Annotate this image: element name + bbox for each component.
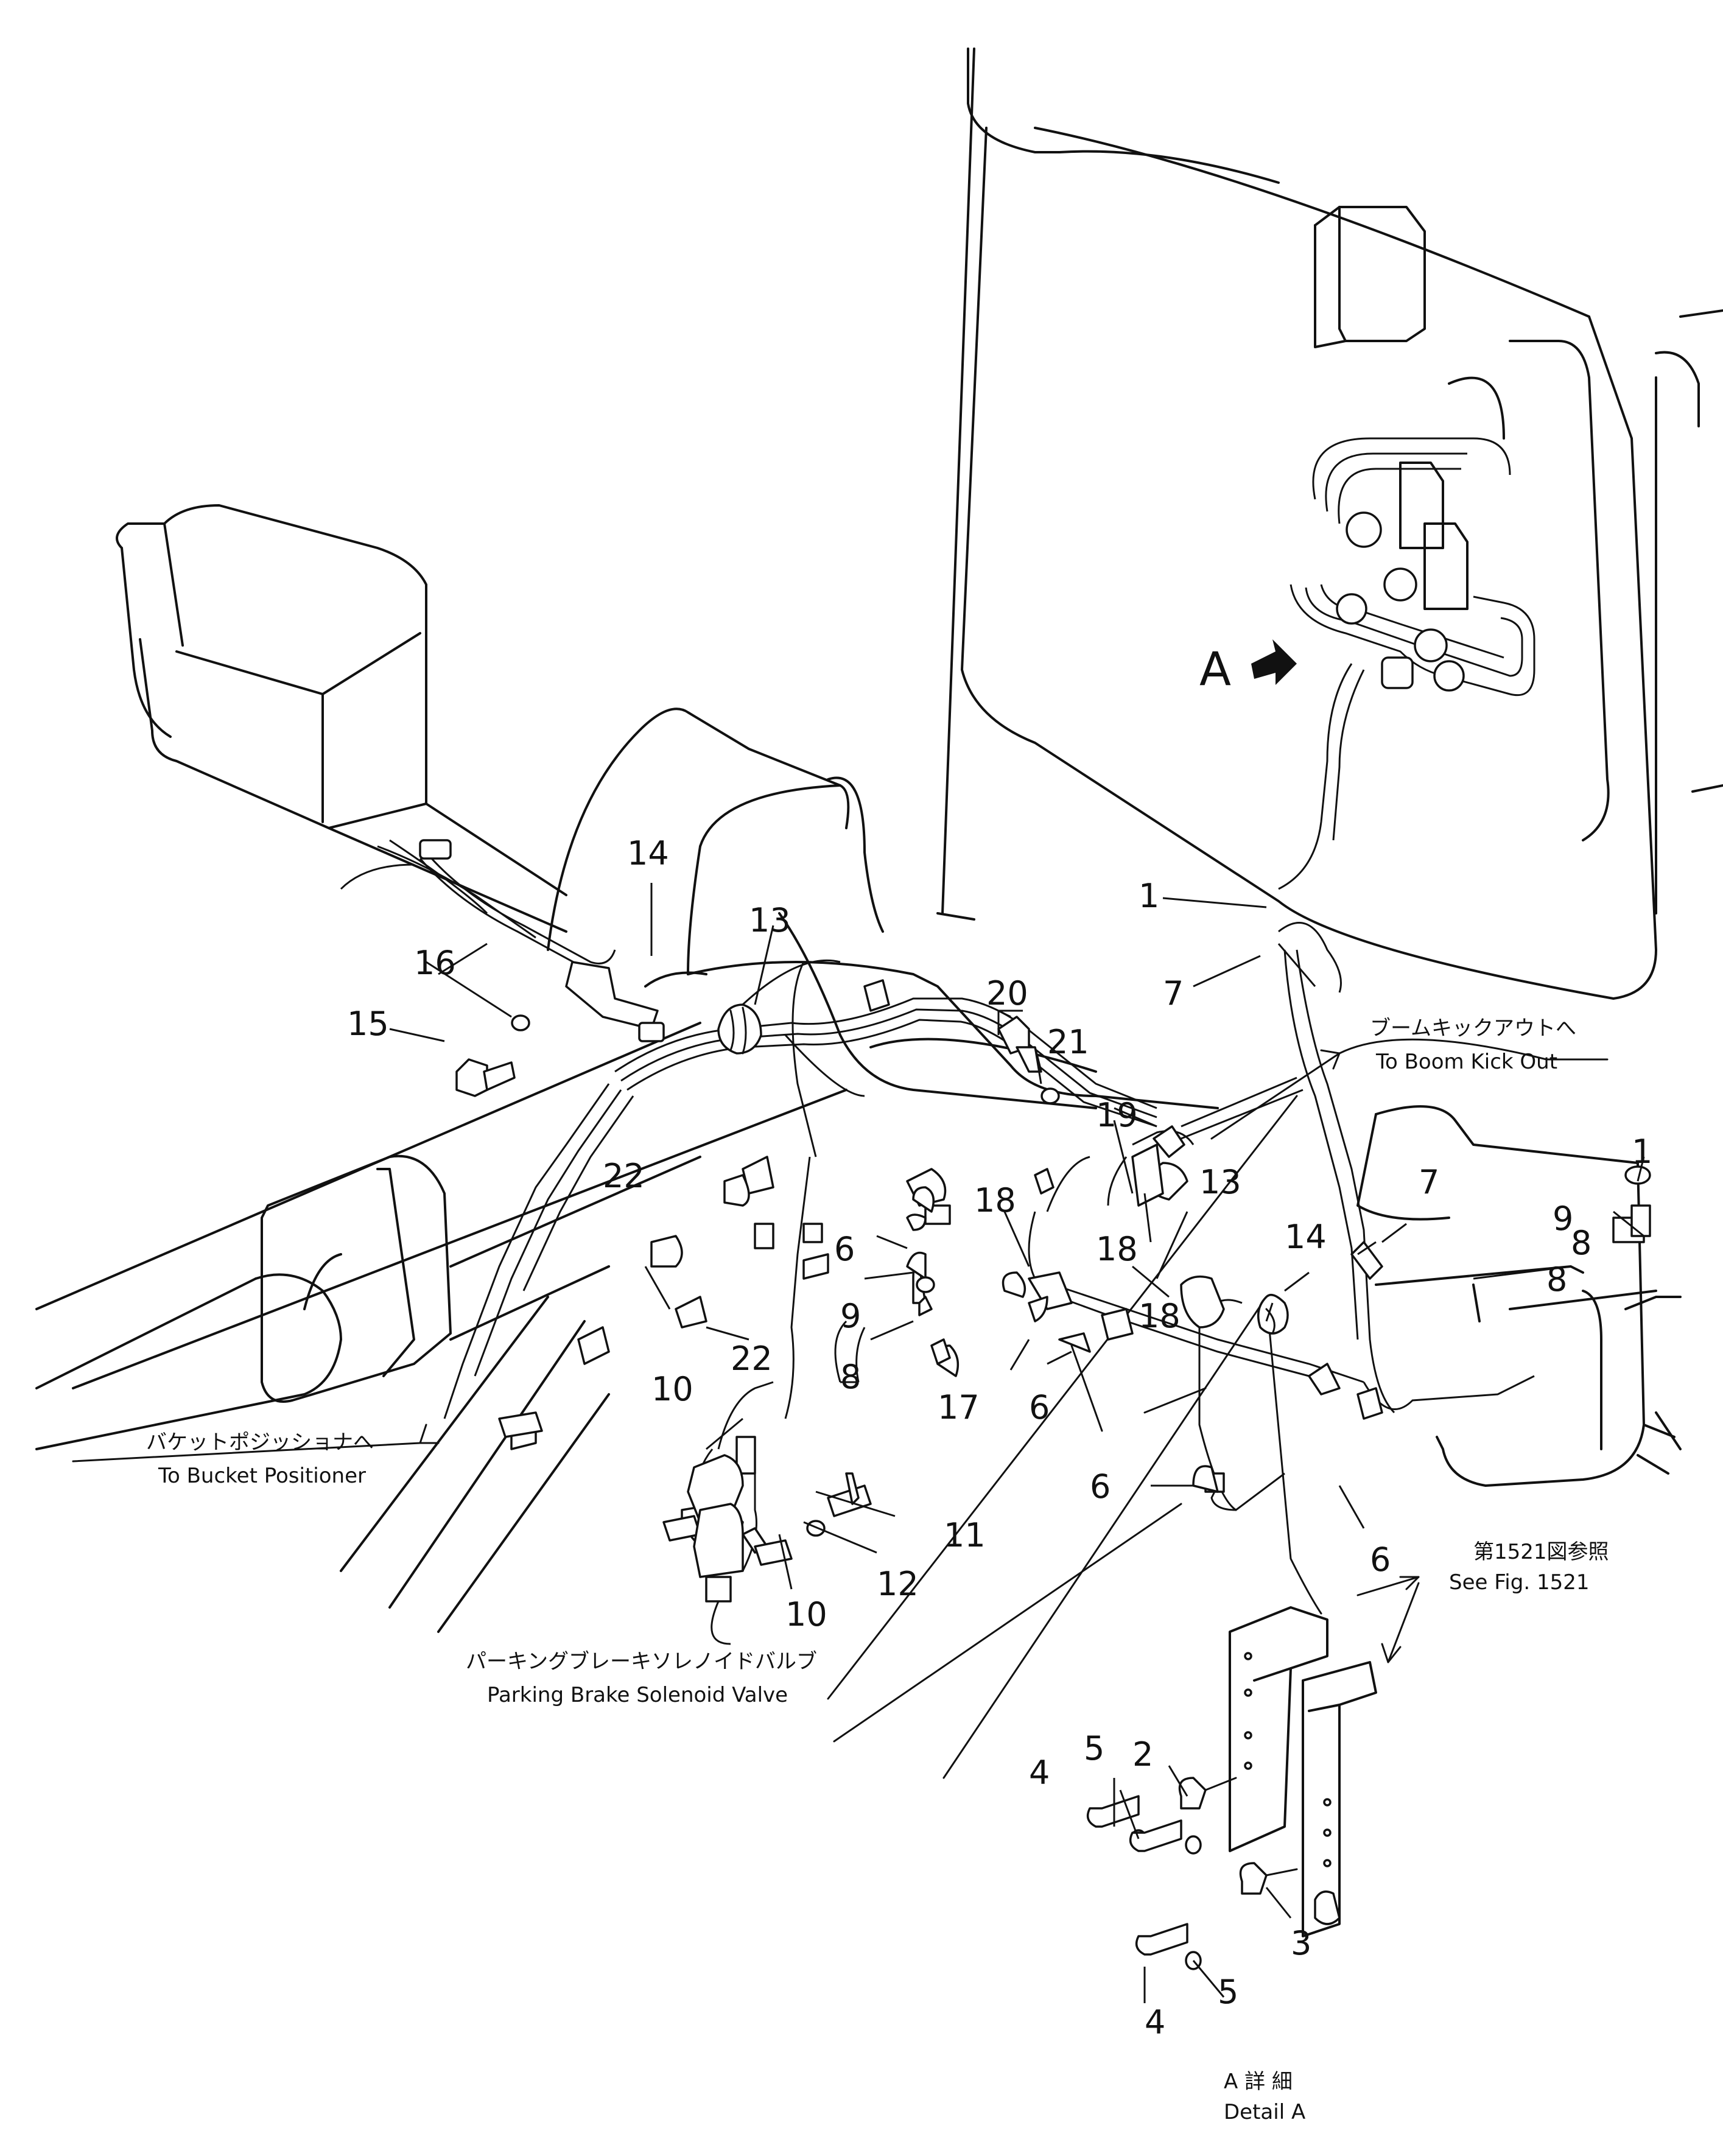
boom-cylinder (35, 1022, 847, 1633)
detail-a-label-en: Detail A (1224, 2100, 1305, 2124)
callout-17: 17 (938, 1388, 980, 1427)
callout-13a: 13 (749, 901, 791, 939)
callout-18b: 18 (1096, 1230, 1138, 1268)
callout-8c: 8 (1546, 1260, 1567, 1299)
callout-4a: 4 (1029, 1754, 1050, 1792)
callout-13b: 13 (1199, 1163, 1241, 1201)
callout-4b: 4 (1145, 2003, 1165, 2042)
callout-14b: 14 (1285, 1218, 1327, 1256)
callout-12: 12 (877, 1565, 919, 1603)
leader-lines (389, 883, 1645, 2003)
callout-7a: 7 (1163, 974, 1184, 1013)
callout-6b: 6 (1029, 1388, 1050, 1427)
callout-19: 19 (1096, 1096, 1138, 1134)
bucket-positioner-connector (72, 1411, 543, 1462)
small-parts (419, 839, 1651, 1566)
parking-brake-label-jp: パーキングブレーキソレノイドバルブ (466, 1649, 817, 1674)
callout-20: 20 (986, 974, 1028, 1013)
callout-3: 3 (1291, 1924, 1311, 1962)
guide-lines (827, 1095, 1322, 1779)
mounting-brackets (1086, 1576, 1420, 1970)
solenoid-valve (662, 1503, 744, 1645)
callout-1: 1 (1139, 877, 1159, 915)
see-fig-label-en: See Fig. 1521 (1449, 1570, 1589, 1595)
detail-marker: A (1199, 639, 1297, 696)
washer-16 (511, 1014, 530, 1031)
callout-16: 16 (414, 944, 456, 982)
callout-10b: 10 (785, 1595, 827, 1634)
detail-a-label-jp: A 詳 細 (1224, 2070, 1293, 2094)
bolt-20 (997, 1016, 1030, 1055)
callout-8a: 8 (840, 1358, 861, 1396)
callout-9b: 9 (1553, 1199, 1573, 1238)
cab-frame (936, 47, 1723, 1000)
callout-22b: 22 (731, 1340, 773, 1378)
central-housing (547, 708, 1219, 1109)
text-labels: ブームキックアウトへ To Boom Kick Out バケットポジッショナへ … (146, 1016, 1609, 2124)
boom-kickout-connector (1210, 1038, 1609, 1140)
callout-18c: 18 (1139, 1297, 1181, 1335)
callout-1b: 1 (1632, 1132, 1652, 1171)
callout-10a: 10 (651, 1370, 693, 1408)
callout-22a: 22 (603, 1157, 645, 1195)
callout-6d: 6 (1370, 1540, 1391, 1579)
left-box-body (116, 504, 567, 933)
callout-6a: 6 (834, 1230, 855, 1268)
clamp-14-left (565, 961, 659, 1030)
callout-2: 2 (1132, 1735, 1153, 1774)
callout-11: 11 (944, 1516, 986, 1554)
detail-marker-letter: A (1199, 642, 1231, 696)
callout-6c: 6 (1090, 1467, 1111, 1506)
boom-kickout-label-jp: ブームキックアウトへ (1370, 1016, 1576, 1041)
bucket-positioner-label-jp: バケットポジッショナへ (146, 1430, 374, 1455)
washer-21 (1040, 1087, 1060, 1104)
callout-8b: 8 (1571, 1224, 1591, 1262)
callout-7b: 7 (1419, 1163, 1439, 1201)
callout-5a: 5 (1084, 1729, 1104, 1768)
detail-a-piping (1278, 437, 1535, 890)
grommet-13-left (717, 1003, 762, 1055)
detail-marker-arrow (1251, 639, 1297, 685)
bucket-positioner-label-en: To Bucket Positioner (158, 1464, 366, 1488)
callout-5b: 5 (1218, 1973, 1238, 2011)
boom-kickout-label-en: To Boom Kick Out (1375, 1050, 1557, 1074)
right-housing (1356, 1105, 1682, 1487)
parking-brake-label-en: Parking Brake Solenoid Valve (487, 1683, 788, 1707)
wiring-harness (340, 839, 1535, 1572)
callout-9a: 9 (840, 1297, 861, 1335)
bolt-15 (455, 1058, 488, 1097)
callout-numbers: 1 1 2 3 4 4 5 5 6 6 6 6 7 7 8 8 8 9 9 10… (347, 834, 1652, 2042)
callout-15: 15 (347, 1005, 389, 1043)
callout-21: 21 (1047, 1023, 1089, 1061)
callout-18a: 18 (974, 1181, 1016, 1220)
see-fig-label-jp: 第1521図参照 (1473, 1540, 1609, 1564)
callout-14a: 14 (627, 834, 669, 873)
